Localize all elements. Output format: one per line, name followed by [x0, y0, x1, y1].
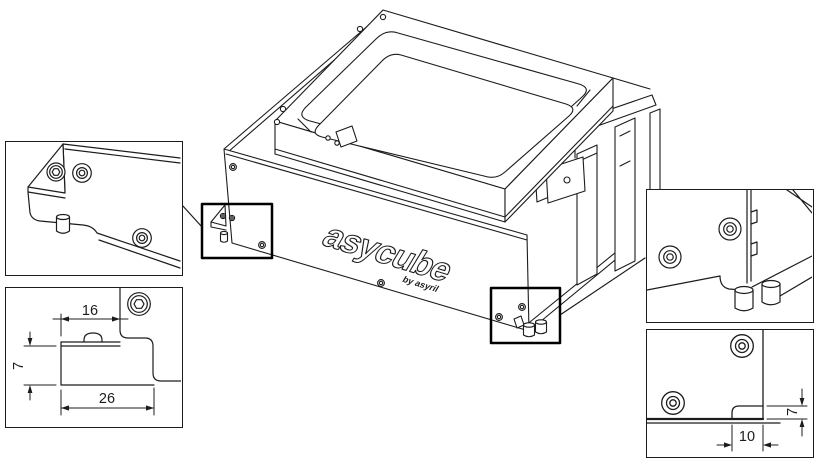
- foot: [734, 285, 754, 312]
- detail-corner-pin-drawing: [27, 143, 181, 269]
- tray-rim-holes: [273, 13, 387, 126]
- detail-right-dimension-drawing: 10 7: [647, 330, 808, 452]
- right-corner-feet: [513, 315, 548, 338]
- washer-screw: [730, 334, 754, 358]
- washer-screw: [72, 163, 92, 183]
- locating-pin: [55, 213, 71, 234]
- front-panel-screws: [229, 163, 526, 321]
- dimension-7-right: [766, 388, 808, 437]
- socket-head-screw: [127, 292, 151, 316]
- dim-label-7-right: 7: [785, 408, 801, 416]
- callout-rect-left: [200, 202, 274, 260]
- foot: [761, 279, 781, 306]
- washer-screw: [658, 245, 682, 269]
- detail-box-corner-feet: [646, 189, 814, 323]
- base-platform: [223, 11, 651, 332]
- pin-dome: [83, 332, 103, 343]
- callout-rect-right: [489, 286, 562, 345]
- dimension-10: [716, 424, 779, 452]
- dim-label-16: 16: [82, 303, 98, 319]
- detail-left-dimension-drawing: 16 7 26: [11, 288, 181, 416]
- detail-box-left-dimensions: 16 7 26: [5, 287, 183, 428]
- leader-line-right: [559, 257, 646, 316]
- dimension-26: [60, 387, 155, 416]
- dim-label-10: 10: [739, 429, 755, 445]
- washer-screw: [661, 391, 685, 415]
- leader-line-left: [181, 204, 203, 228]
- dimension-7-left: [23, 331, 57, 401]
- detail-box-corner-pin: [5, 141, 183, 276]
- socket-head-screw: [46, 162, 66, 182]
- vibration-tray: [273, 9, 614, 223]
- washer-screw: [132, 228, 152, 248]
- detail-box-right-dimensions: 10 7: [646, 329, 814, 458]
- locating-pin: [219, 230, 229, 243]
- left-corner-gusset: [210, 204, 236, 243]
- washer-screw: [718, 217, 742, 241]
- detail-corner-feet-drawing: [647, 190, 812, 312]
- dim-label-7-left: 7: [11, 362, 27, 370]
- dimension-16: [52, 313, 129, 337]
- dim-label-26: 26: [99, 391, 115, 407]
